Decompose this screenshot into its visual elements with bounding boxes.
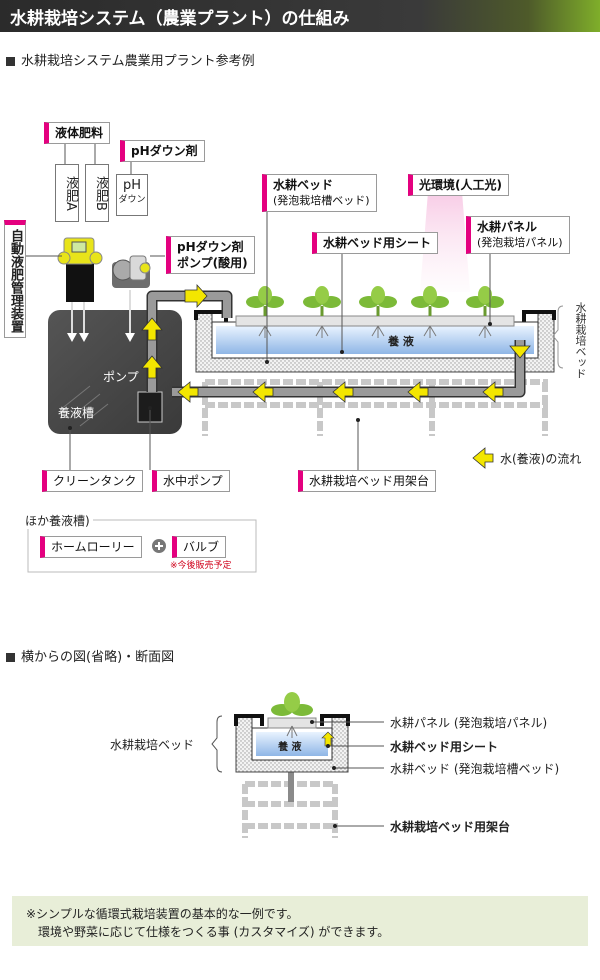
section2-stand: 水耕栽培ベッド用架台 (390, 820, 511, 834)
label-tank: 養液槽 (58, 406, 95, 420)
label-pump: ポンプ (103, 370, 139, 384)
label-clean-tank: クリーンタンク (42, 470, 144, 492)
footer-line2: 環境や野菜に応じて仕様をつくる事 (カスタマイズ) ができます。 (38, 925, 390, 939)
label-bed-side: 水耕栽培ベッド (574, 302, 587, 379)
label-nutrient: 養 液 (388, 335, 414, 348)
bed-line1: 水耕ベッド (273, 178, 334, 192)
auto-fertilizer-units (57, 237, 103, 302)
bed-side-brace (552, 305, 564, 369)
ph-pump-unit (112, 255, 151, 288)
section2-title-text: 横からの図(省略)・断面図 (21, 650, 175, 665)
section2-sheet: 水耕ベッド用シート (390, 740, 499, 754)
section2-leaders (211, 715, 384, 827)
ph-tube-top: pH (122, 178, 142, 193)
flow-arrows (141, 283, 531, 469)
fertilizer-hoses (71, 290, 131, 335)
leader-dots (68, 322, 492, 430)
label-valve: バルブ (172, 536, 227, 558)
section2-panel: 水耕パネル (発泡栽培パネル) (390, 716, 548, 730)
section2-title: 横からの図(省略)・断面図 (6, 646, 174, 665)
bed-stand (202, 379, 548, 436)
label-liquid-fertilizer: 液体肥料 (44, 122, 111, 144)
label-fert-a: 液肥A (55, 164, 79, 222)
section1-title-text: 水耕栽培システム農業用プラント参考例 (21, 54, 255, 69)
footer-line1: ※シンプルな循環式栽培装置の基本的な一例です。 (26, 907, 299, 921)
label-fert-b: 液肥B (85, 164, 109, 222)
label-bed-sheet: 水耕ベッド用シート (312, 232, 439, 254)
ph-pump-line2: ポンプ(酸用) (177, 256, 248, 270)
label-ph-down-agent: pHダウン剤 (120, 140, 205, 162)
label-hydroponic-bed: 水耕ベッド (発泡栽培槽ベッド) (262, 174, 377, 212)
footer-note: ※シンプルな循環式栽培装置の基本的な一例です。 環境や野菜に応じて仕様をつくる事… (12, 896, 588, 946)
label-stand: 水耕栽培ベッド用架台 (298, 470, 437, 492)
ph-tube-bottom: ダウン (118, 195, 146, 205)
section1-title: 水耕栽培システム農業用プラント参考例 (6, 50, 255, 69)
foam-panel (235, 315, 515, 327)
section2-bed-label: 水耕栽培ベッド (110, 738, 195, 752)
light-beam (420, 192, 470, 292)
label-home-lorry: ホームローリー (40, 536, 142, 558)
panel-line1: 水耕パネル (477, 220, 538, 234)
other-tanks-title: ほか養液槽) (22, 512, 93, 529)
header-bar: 水耕栽培システム（農業プラント）の仕組み (0, 0, 600, 32)
section2-bed: 水耕ベッド (発泡栽培槽ベッド) (390, 762, 560, 776)
plants (246, 286, 504, 316)
label-light-environment: 光環境(人工光) (408, 174, 509, 196)
square-bullet-icon (6, 57, 15, 66)
label-hydroponic-panel: 水耕パネル (発泡栽培パネル) (466, 216, 570, 254)
plant-roots (258, 325, 492, 338)
coming-soon-note: ※今後販売予定 (170, 561, 232, 571)
ph-pump-line1: pHダウン剤 (177, 240, 244, 254)
label-flow-legend: 水(養液)の流れ (500, 452, 582, 466)
label-ph-tube: pH ダウン (116, 174, 148, 216)
bed-line2: (発泡栽培槽ベッド) (273, 194, 370, 207)
bed-rim-right (522, 310, 556, 322)
cross-section (234, 692, 350, 838)
label-submersible-pump: 水中ポンプ (152, 470, 230, 492)
leader-lines (23, 140, 491, 470)
square-bullet-icon (6, 653, 15, 662)
label-ph-down-pump: pHダウン剤 ポンプ(酸用) (166, 236, 255, 274)
hose-arrow-tips (67, 333, 135, 342)
section2-nutrient: 養 液 (278, 742, 302, 753)
panel-line2: (発泡栽培パネル) (477, 236, 563, 249)
label-auto-fertilizer-manager: 自動液肥管理装置 (4, 220, 26, 338)
page-title: 水耕栽培システム（農業プラント）の仕組み (10, 9, 350, 29)
